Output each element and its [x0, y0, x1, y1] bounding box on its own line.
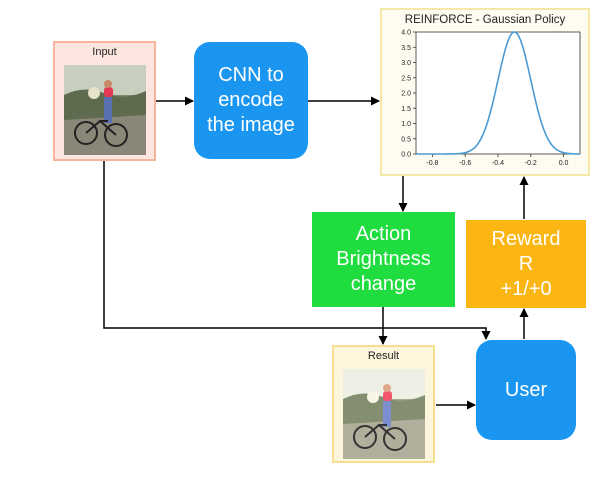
y-tick-label: 2.0 — [401, 91, 411, 98]
reward-box: Reward R +1/+0 — [466, 220, 586, 308]
x-tick-label: -0.2 — [525, 160, 537, 167]
y-tick-label: 2.5 — [401, 75, 411, 82]
action-label: Action Brightness change — [336, 223, 431, 295]
input-image-frame: Input — [53, 41, 156, 161]
y-tick-label: 0.0 — [401, 152, 411, 159]
y-tick-label: 0.5 — [401, 136, 411, 143]
cnn-label: CNN to encode the image — [207, 64, 295, 136]
x-tick-label: -0.6 — [459, 160, 471, 167]
gaussian-policy-chart: 0.0 0.5 1.0 1.5 2.0 2.5 3.0 3.5 4.0 -0.8 -0.6 -0.4 -… — [401, 30, 581, 167]
result-image-frame: Result — [332, 345, 435, 463]
y-tick-label: 1.0 — [401, 121, 411, 128]
gaussian-curve — [416, 31, 581, 155]
y-tick-label: 4.0 — [401, 30, 411, 37]
x-tick-label: -0.4 — [492, 160, 504, 167]
y-tick-label: 3.0 — [401, 60, 411, 67]
x-tick-label: -0.8 — [426, 160, 438, 167]
action-box: Action Brightness change — [312, 212, 455, 307]
y-tick-label: 3.5 — [401, 45, 411, 52]
cnn-encoder-box: CNN to encode the image — [194, 42, 308, 159]
user-box: User — [476, 340, 576, 440]
input-label: Input — [92, 46, 117, 58]
chart-title: REINFORCE - Gaussian Policy — [404, 14, 566, 26]
policy-chart-panel: REINFORCE - Gaussian Policy 0.0 0.5 1.0 1.5… — [380, 8, 590, 176]
result-photo — [343, 369, 425, 459]
result-label: Result — [367, 350, 400, 362]
input-photo — [64, 65, 146, 155]
y-tick-label: 1.5 — [401, 106, 411, 113]
user-label: User — [504, 378, 548, 401]
x-tick-label: 0.0 — [559, 160, 569, 167]
plot-area — [415, 31, 581, 155]
reward-label: Reward R +1/+0 — [491, 227, 561, 300]
arrow-input-to-user — [103, 161, 491, 340]
